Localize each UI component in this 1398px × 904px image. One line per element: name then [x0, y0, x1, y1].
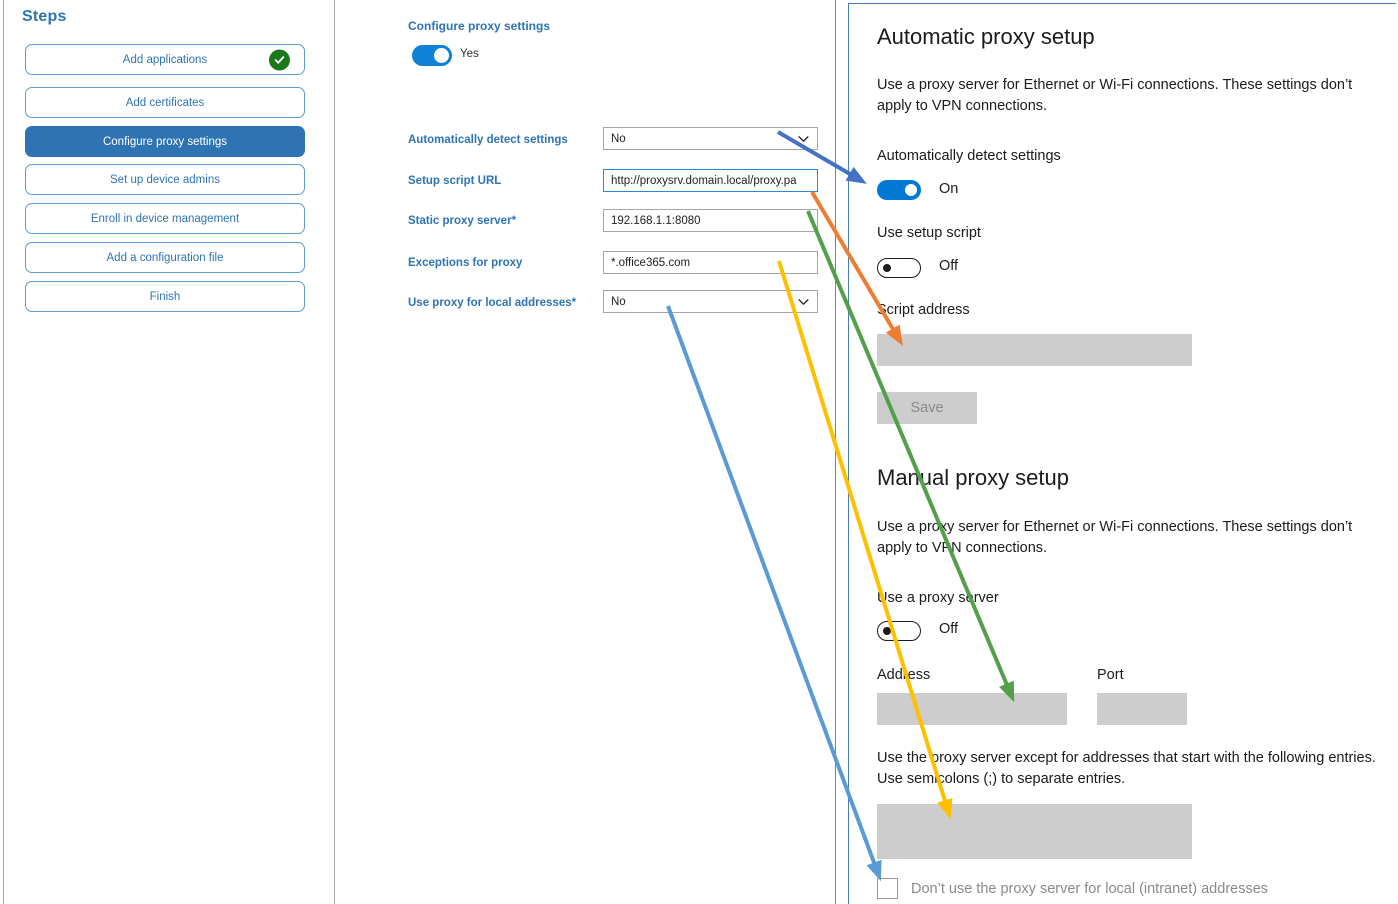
required-marker: *: [571, 297, 577, 309]
label-text: Setup script URL: [408, 175, 502, 187]
input-static-proxy-server[interactable]: 192.168.1.1:8080: [603, 209, 818, 232]
sidebar-item-label: Configure proxy settings: [102, 135, 227, 148]
script-address-input[interactable]: [877, 334, 1192, 366]
proxy-exceptions-input[interactable]: [877, 804, 1192, 859]
automatic-proxy-setup-heading: Automatic proxy setup: [877, 24, 1095, 49]
automatically-detect-settings-state: On: [939, 181, 959, 197]
form-title: Configure proxy settings: [408, 19, 551, 33]
select-value: No: [611, 295, 626, 308]
sidebar-item-label: Enroll in device management: [90, 212, 240, 225]
sidebar-item-add-certificates[interactable]: Add certificates: [25, 87, 305, 118]
use-setup-script-state: Off: [939, 258, 959, 274]
use-a-proxy-server-toggle[interactable]: [877, 621, 921, 641]
sidebar-item-label: Add a configuration file: [106, 251, 224, 264]
sidebar-item-enroll-in-device-management[interactable]: Enroll in device management: [25, 203, 305, 234]
manual-proxy-setup-heading: Manual proxy setup: [877, 465, 1069, 490]
label-text: Use proxy for local addresses: [408, 297, 572, 309]
sidebar-item-label: Add applications: [122, 53, 208, 66]
configure-proxy-toggle[interactable]: [412, 45, 452, 66]
toggle-knob: [883, 264, 891, 272]
manual-proxy-setup-description: Use a proxy server for Ethernet or Wi-Fi…: [877, 519, 1353, 556]
port-label: Port: [1097, 667, 1124, 683]
select-value: No: [611, 132, 626, 145]
label-exceptions-for-proxy: Exceptions for proxy: [408, 257, 522, 269]
label-text: Automatically detect settings: [408, 134, 568, 146]
input-value: *.office365.com: [611, 256, 691, 269]
automatically-detect-settings-label: Automatically detect settings: [877, 148, 1061, 164]
toggle-knob: [883, 627, 891, 635]
address-label: Address: [877, 667, 931, 683]
sidebar-item-configure-proxy-settings[interactable]: Configure proxy settings: [25, 126, 305, 157]
sidebar-item-add-applications[interactable]: Add applications: [25, 44, 305, 75]
sidebar-item-set-up-device-admins[interactable]: Set up device admins: [25, 164, 305, 195]
select-automatically-detect-settings[interactable]: No: [603, 127, 818, 150]
required-marker: *: [511, 215, 517, 227]
configure-proxy-toggle-value: Yes: [460, 48, 479, 60]
check-circle-icon: [269, 49, 290, 70]
address-input[interactable]: [877, 693, 1067, 725]
label-text: Exceptions for proxy: [408, 257, 523, 269]
proxy-form-panel: Configure proxy settings Yes Automatical…: [336, 0, 836, 904]
chevron-down-icon: [798, 298, 809, 305]
sidebar-item-label: Finish: [149, 290, 181, 303]
use-setup-script-toggle[interactable]: [877, 258, 921, 278]
steps-panel: Steps Add applications Add certificates …: [3, 0, 335, 904]
input-value: 192.168.1.1:8080: [611, 214, 701, 227]
toggle-knob: [905, 184, 917, 196]
label-setup-script-url: Setup script URL: [408, 175, 501, 187]
sidebar-item-label: Set up device admins: [110, 173, 220, 186]
windows-proxy-settings-panel: Automatic proxy setup Use a proxy server…: [848, 3, 1396, 904]
bypass-local-addresses-label: Don’t use the proxy server for local (in…: [911, 880, 1269, 897]
automatic-proxy-setup-description: Use a proxy server for Ethernet or Wi-Fi…: [877, 77, 1353, 114]
script-address-label: Script address: [877, 302, 970, 318]
sidebar-item-finish[interactable]: Finish: [25, 281, 305, 312]
steps-title: Steps: [22, 8, 67, 25]
use-setup-script-label: Use setup script: [877, 225, 981, 241]
automatically-detect-settings-toggle[interactable]: [877, 180, 921, 200]
bypass-local-addresses-row[interactable]: Don’t use the proxy server for local (in…: [877, 878, 1268, 899]
input-setup-script-url[interactable]: http://proxysrv.domain.local/proxy.pa: [603, 169, 818, 192]
label-static-proxy-server: Static proxy server*: [408, 215, 516, 227]
input-exceptions-for-proxy[interactable]: *.office365.com: [603, 251, 818, 274]
label-text: Static proxy server: [408, 215, 512, 227]
use-a-proxy-server-label: Use a proxy server: [877, 590, 999, 606]
label-automatically-detect-settings: Automatically detect settings: [408, 134, 568, 146]
proxy-exceptions-description: Use the proxy server except for addresse…: [877, 750, 1376, 787]
input-value: http://proxysrv.domain.local/proxy.pa: [611, 174, 797, 187]
save-button[interactable]: Save: [877, 392, 977, 424]
use-a-proxy-server-state: Off: [939, 621, 959, 637]
chevron-down-icon: [798, 135, 809, 142]
port-input[interactable]: [1097, 693, 1187, 725]
sidebar-item-label: Add certificates: [125, 96, 205, 109]
sidebar-item-add-a-configuration-file[interactable]: Add a configuration file: [25, 242, 305, 273]
bypass-local-addresses-checkbox[interactable]: [877, 878, 898, 899]
toggle-knob: [434, 48, 449, 63]
select-use-proxy-for-local-addresses[interactable]: No: [603, 290, 818, 313]
label-use-proxy-for-local-addresses: Use proxy for local addresses*: [408, 297, 576, 309]
